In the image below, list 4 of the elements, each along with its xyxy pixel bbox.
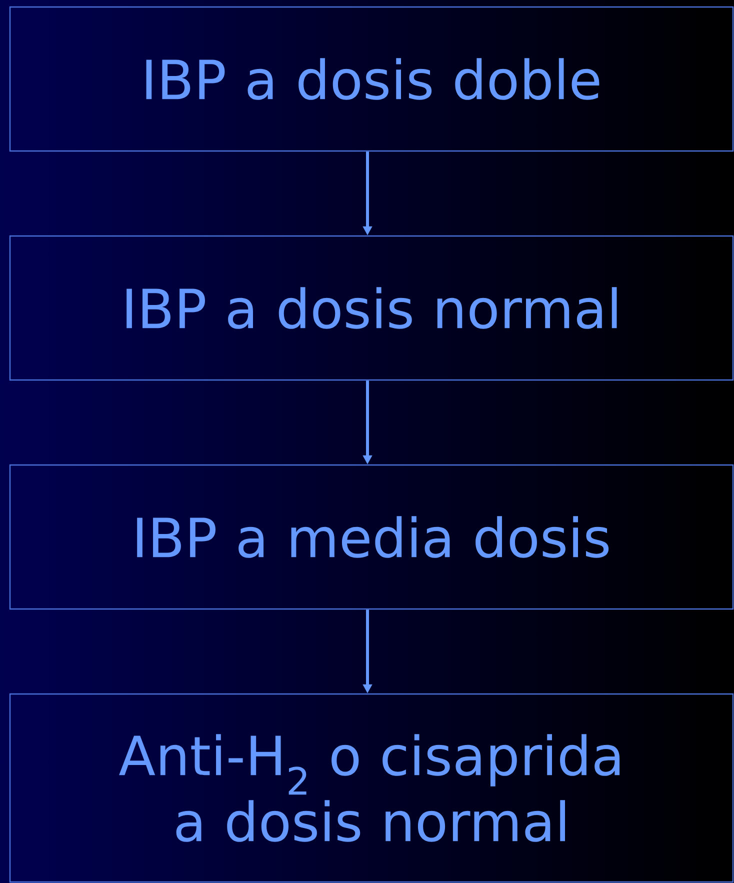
step-box: IBP a dosis normal — [9, 235, 734, 381]
step-box: Anti-H$_{2}$ o cisaprida a dosis normal — [9, 693, 734, 883]
step-box: IBP a dosis doble — [9, 6, 734, 152]
step-box: IBP a media dosis — [9, 464, 734, 610]
